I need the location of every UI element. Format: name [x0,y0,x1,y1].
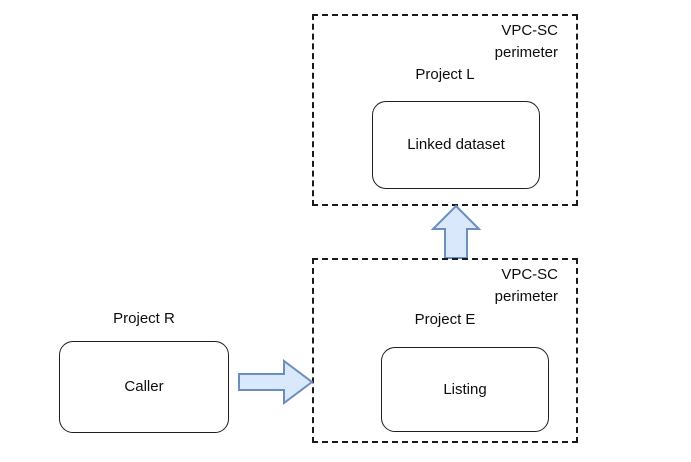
node-caller[interactable]: Caller [59,341,229,433]
arrow-caller-to-listing [238,358,314,406]
node-listing-label: Listing [443,380,487,398]
perimeter-project-e-badge-line2: perimeter [494,288,558,305]
perimeter-project-l [312,14,578,206]
arrow-listing-to-linked-dataset [430,204,482,259]
node-listing[interactable]: Listing [381,347,549,432]
perimeter-project-l-project-label: Project L [415,66,475,83]
perimeter-project-l-badge-line1: VPC-SC [501,22,558,39]
perimeter-project-e [312,258,578,443]
perimeter-project-e-project-label: Project E [414,311,476,328]
node-linked-dataset[interactable]: Linked dataset [372,101,540,189]
group-project-r-label: Project R [113,310,175,327]
perimeter-project-l-badge-line2: perimeter [494,44,558,61]
node-caller-label: Caller [124,378,164,395]
perimeter-project-e-badge-line1: VPC-SC [501,266,558,283]
node-linked-dataset-label: Linked dataset [407,136,505,153]
